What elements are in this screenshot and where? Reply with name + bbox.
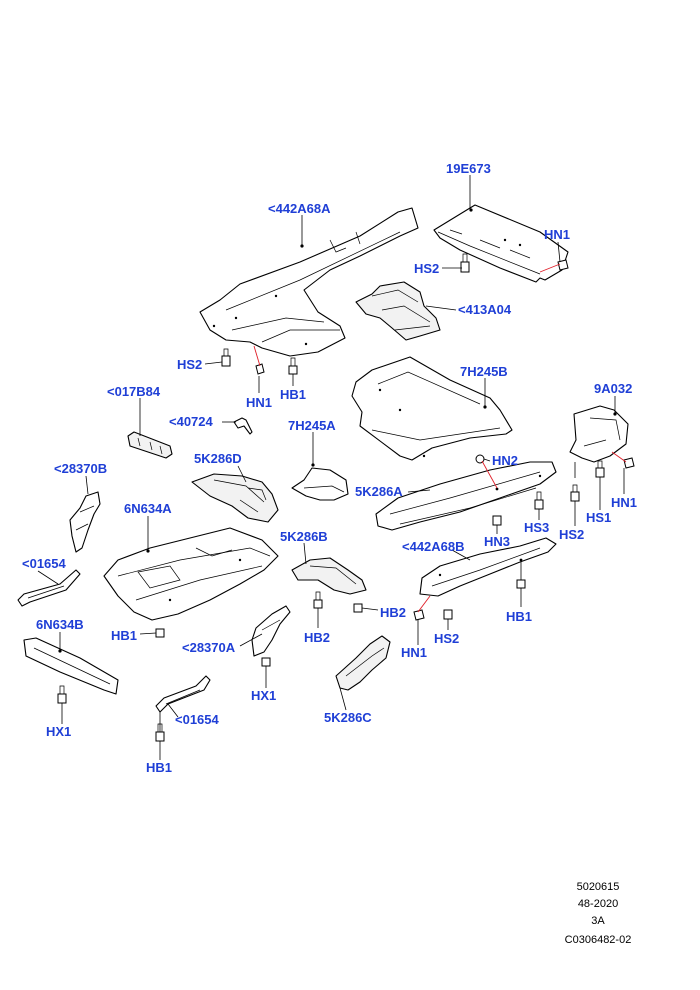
label-hb1-d: HB1 — [146, 760, 172, 775]
part-19e673 — [433, 204, 569, 283]
fastener-hn1-d — [413, 609, 425, 621]
label-28370b: <28370B — [54, 461, 107, 476]
part-442a68a — [199, 207, 419, 357]
fastener-hb2-b — [313, 591, 323, 609]
part-5k286d — [191, 473, 279, 523]
label-hn1-c: HN1 — [611, 495, 637, 510]
part-7h245b — [351, 356, 513, 461]
label-hn2: HN2 — [492, 453, 518, 468]
label-hb1-a: HB1 — [280, 387, 306, 402]
footer-line-4: C0306482-02 — [565, 934, 632, 946]
fastener-hs2-c — [570, 484, 580, 502]
label-442a68b: <442A68B — [402, 539, 465, 554]
label-5k286a: 5K286A — [355, 484, 403, 499]
label-hn1-b: HN1 — [246, 395, 272, 410]
part-5k286c — [335, 635, 391, 691]
fastener-hs2-b — [221, 348, 231, 367]
label-hb2-a: HB2 — [380, 605, 406, 620]
fastener-hb1-a — [288, 357, 298, 375]
fastener-hb2-a — [353, 603, 363, 613]
label-hn1-d: HN1 — [401, 645, 427, 660]
label-28370a: <28370A — [182, 640, 236, 655]
label-19e673: 19E673 — [446, 161, 491, 176]
label-01654-b: <01654 — [175, 712, 220, 727]
label-hb2-b: HB2 — [304, 630, 330, 645]
label-40724: <40724 — [169, 414, 214, 429]
fastener-hx1-a — [261, 657, 271, 667]
footer-codes: 5020615 48-2020 3A C0306482-02 — [565, 881, 632, 946]
label-7h245a: 7H245A — [288, 418, 336, 433]
part-28370b — [69, 491, 101, 553]
part-6n634a — [103, 527, 279, 621]
label-hn3: HN3 — [484, 534, 510, 549]
label-7h245b: 7H245B — [460, 364, 508, 379]
label-017b84: <017B84 — [107, 384, 161, 399]
footer-line-3: 3A — [591, 915, 605, 927]
label-hs2-b: HS2 — [177, 357, 202, 372]
part-6n634b — [23, 637, 119, 695]
part-5k286a — [375, 461, 557, 531]
label-hs2-c: HS2 — [559, 527, 584, 542]
fastener-hn3 — [492, 515, 502, 526]
label-hb1-b: HB1 — [111, 628, 137, 643]
footer-line-1: 5020615 — [577, 881, 620, 893]
fastener-hs2-a — [460, 253, 470, 273]
fastener-hb1-b — [155, 628, 165, 638]
fastener-hs3 — [534, 491, 544, 510]
label-5k286b: 5K286B — [280, 529, 328, 544]
part-413a04 — [355, 281, 441, 341]
part-7h245a — [291, 463, 349, 501]
label-5k286d: 5K286D — [194, 451, 242, 466]
label-6n634a: 6N634A — [124, 501, 172, 516]
label-hs2-a: HS2 — [414, 261, 439, 276]
label-hs3: HS3 — [524, 520, 549, 535]
part-442a68b — [419, 537, 557, 597]
part-9a032 — [569, 405, 629, 463]
label-hs1: HS1 — [586, 510, 611, 525]
label-01654-a: <01654 — [22, 556, 67, 571]
leader-lines — [37, 175, 627, 760]
part-40724 — [233, 417, 253, 435]
label-442a68a: <442A68A — [268, 201, 331, 216]
footer-line-2: 48-2020 — [578, 898, 618, 910]
fastener-hx1-b — [57, 685, 67, 704]
label-hb1-c: HB1 — [506, 609, 532, 624]
fastener-hn1-a — [557, 259, 569, 271]
label-413a04: <413A04 — [458, 302, 512, 317]
label-hn1-a: HN1 — [544, 227, 570, 242]
fastener-hn1-c — [623, 457, 635, 469]
part-5k286b — [291, 557, 367, 595]
label-hs2-d: HS2 — [434, 631, 459, 646]
fastener-hs1 — [595, 460, 605, 478]
label-5k286c: 5K286C — [324, 710, 372, 725]
part-labels: 19E673 HN1 <442A68A HS2 <413A04 HS2 HN1 … — [22, 161, 637, 775]
label-hx1-a: HX1 — [251, 688, 276, 703]
label-9a032: 9A032 — [594, 381, 632, 396]
part-017b84 — [127, 431, 173, 459]
fastener-hs2-d — [443, 609, 453, 620]
part-01654-b — [155, 675, 211, 713]
part-01654-a — [17, 569, 81, 607]
fastener-hb1-c — [516, 579, 526, 589]
label-6n634b: 6N634B — [36, 617, 84, 632]
label-hx1-b: HX1 — [46, 724, 71, 739]
part-28370a — [251, 605, 291, 657]
